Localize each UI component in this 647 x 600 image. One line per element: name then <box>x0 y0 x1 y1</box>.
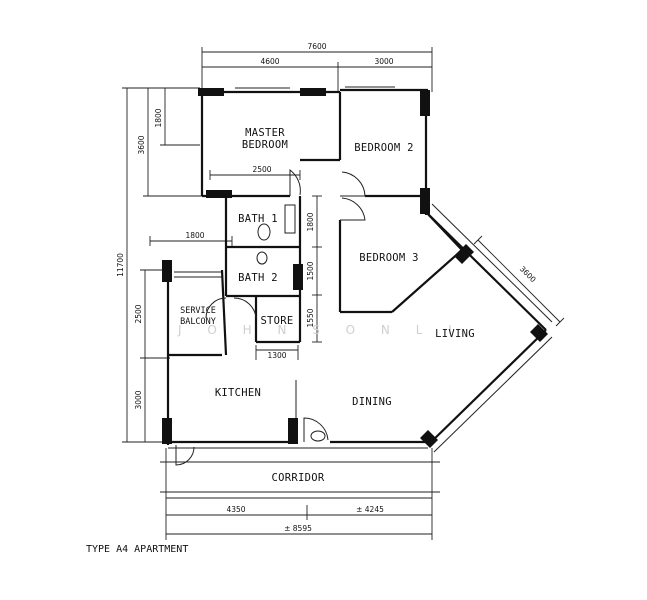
dim-left-lower: 3000 <box>134 390 143 409</box>
label-kitchen: KITCHEN <box>215 387 261 399</box>
dim-service-width: 1800 <box>185 231 204 240</box>
dim-top-right: 3000 <box>374 57 393 66</box>
dim-left-upper: 3600 <box>137 135 146 154</box>
label-service-1: SERVICE <box>180 306 216 316</box>
label-bedroom-2: BEDROOM 2 <box>354 142 414 154</box>
dim-left-master: 1800 <box>154 108 163 127</box>
label-master-bedroom-1: MASTER <box>245 127 285 139</box>
dim-store-width: 1300 <box>267 351 286 360</box>
dim-living-diag: 3600 <box>518 264 538 284</box>
label-store: STORE <box>260 315 293 327</box>
dim-bottom-right: ± 4245 <box>356 505 384 514</box>
dim-master-width: 2500 <box>252 165 271 174</box>
label-corridor: CORRIDOR <box>272 472 325 484</box>
dimension-lines <box>122 47 565 540</box>
dim-left-middle: 2500 <box>134 304 143 323</box>
label-bath-1: BATH 1 <box>238 213 278 225</box>
dim-store-height: 1550 <box>306 308 315 327</box>
dim-bottom-left: 4350 <box>226 505 245 514</box>
dim-bottom-total: ± 8595 <box>284 524 312 533</box>
structural-columns <box>162 88 548 448</box>
label-bedroom-3: BEDROOM 3 <box>359 252 419 264</box>
plan-caption: TYPE A4 APARTMENT <box>86 544 188 555</box>
label-service-2: BALCONY <box>180 317 216 327</box>
dim-top-total: 7600 <box>307 42 326 51</box>
label-dining: DINING <box>352 396 392 408</box>
label-bath-2: BATH 2 <box>238 272 278 284</box>
room-labels: MASTER BEDROOM BEDROOM 2 BEDROOM 3 BATH … <box>180 127 475 484</box>
dim-bath2-height: 1500 <box>306 261 315 280</box>
dimension-labels: 7600 4600 3000 2500 1800 1300 4350 ± 424… <box>116 42 538 533</box>
label-master-bedroom-2: BEDROOM <box>242 139 288 151</box>
dim-top-left: 4600 <box>260 57 279 66</box>
dim-left-total: 11700 <box>116 253 125 277</box>
dim-bath1-height: 1800 <box>306 212 315 231</box>
watermark: J O H N S O N L I <box>177 323 463 337</box>
label-living: LIVING <box>435 328 475 340</box>
doors-fixtures <box>175 168 366 466</box>
